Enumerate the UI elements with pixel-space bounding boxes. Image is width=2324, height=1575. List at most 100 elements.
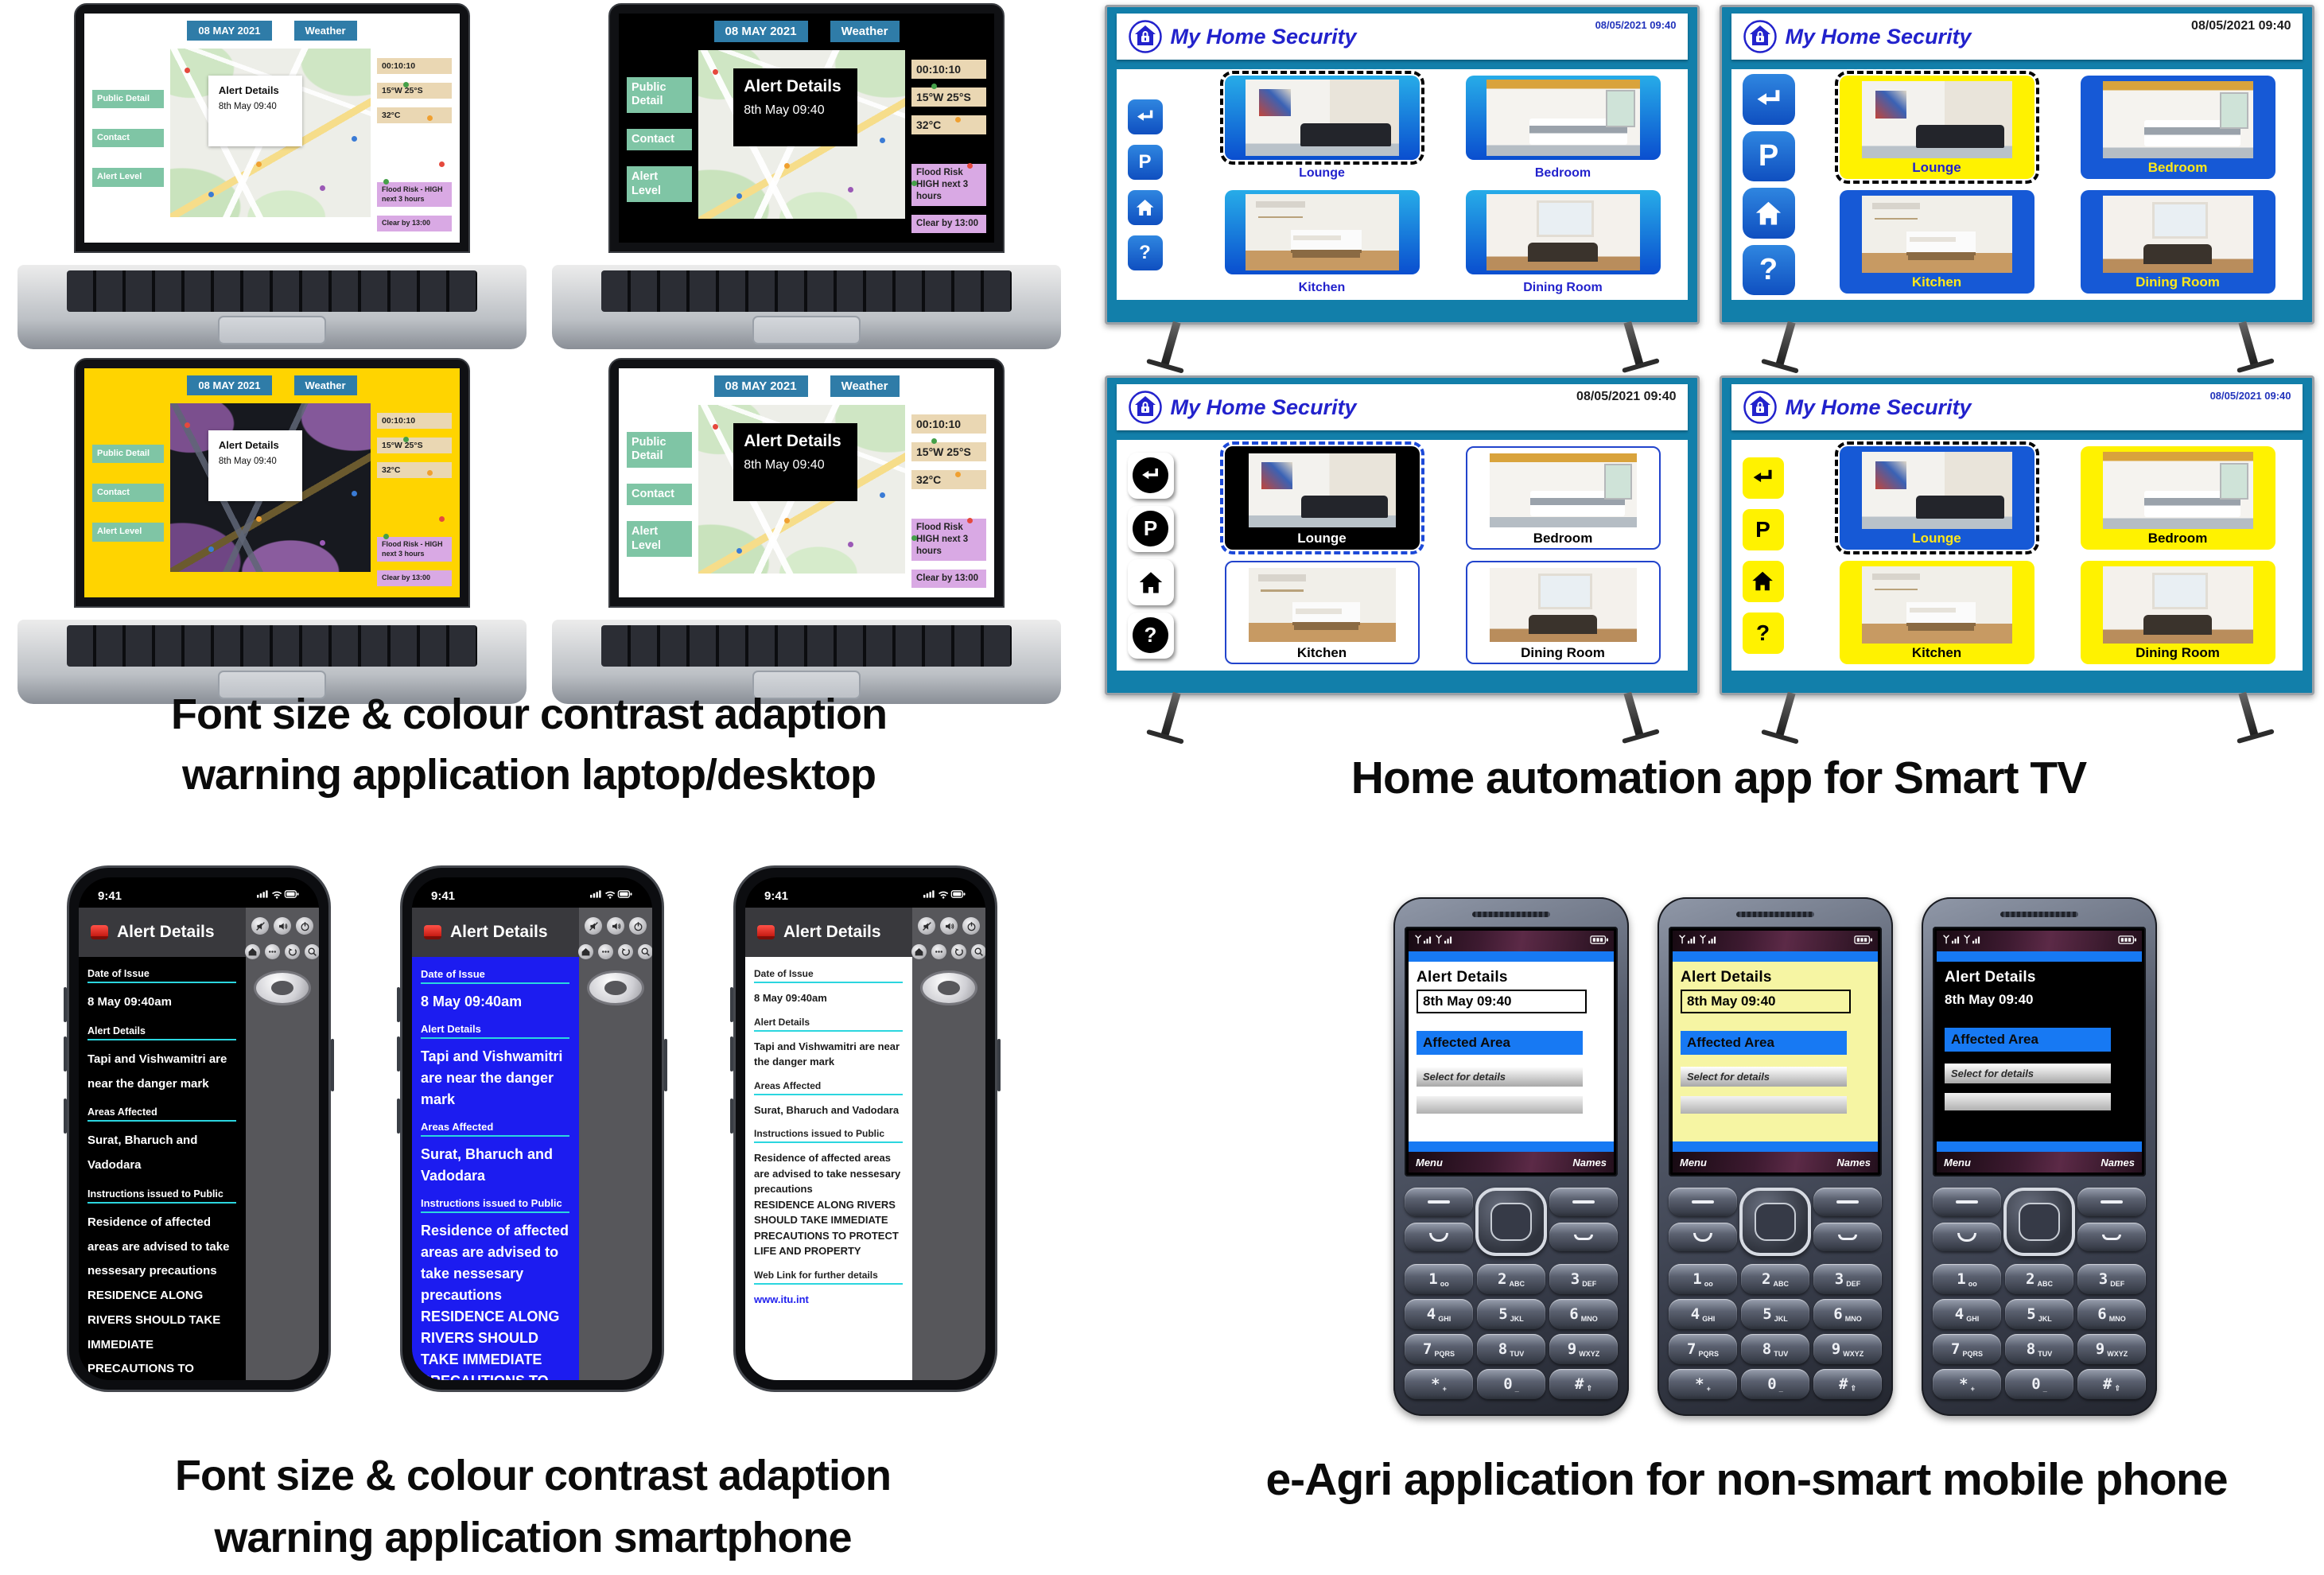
- directional-pad[interactable]: [1475, 1188, 1547, 1256]
- right-softkey[interactable]: [1549, 1188, 1618, 1216]
- power-icon[interactable]: [962, 917, 980, 935]
- select-for-details-item[interactable]: Select for details: [1945, 1064, 2112, 1083]
- key-hash[interactable]: #⇧: [2077, 1369, 2146, 1399]
- volume-icon[interactable]: [607, 917, 624, 935]
- right-softkey[interactable]: [2077, 1188, 2146, 1216]
- web-link[interactable]: www.itu.int: [754, 1293, 809, 1305]
- back-icon[interactable]: [618, 944, 633, 959]
- call-button[interactable]: [1669, 1223, 1737, 1251]
- affected-area-button[interactable]: Affected Area: [1681, 1031, 1848, 1055]
- weather-tab[interactable]: Weather: [293, 375, 357, 395]
- affected-area-button[interactable]: Affected Area: [1945, 1028, 2112, 1052]
- directional-pad[interactable]: [2003, 1188, 2075, 1256]
- names-softkey-label[interactable]: Names: [2101, 1156, 2135, 1169]
- return-icon[interactable]: [1742, 74, 1795, 125]
- call-button[interactable]: [1933, 1223, 2001, 1251]
- public-detail-button[interactable]: Public Detail: [92, 445, 164, 464]
- menu-softkey-label[interactable]: Menu: [1944, 1156, 1971, 1169]
- weather-tab[interactable]: Weather: [830, 375, 900, 397]
- home-icon[interactable]: [1127, 189, 1163, 225]
- select-for-details-item[interactable]: Select for details: [1681, 1067, 1848, 1087]
- end-call-button[interactable]: [1549, 1223, 1618, 1251]
- room-tile-lounge[interactable]: Lounge: [1834, 441, 2039, 554]
- alert-level-button[interactable]: Alert Level: [92, 168, 164, 187]
- parking-icon[interactable]: P: [1127, 144, 1163, 180]
- search-icon[interactable]: [638, 944, 652, 959]
- help-icon[interactable]: ?: [1127, 235, 1163, 270]
- search-icon[interactable]: [305, 944, 319, 959]
- mute-icon[interactable]: [585, 917, 602, 935]
- home-icon[interactable]: [911, 944, 927, 959]
- empty-list-item[interactable]: [1681, 1096, 1848, 1114]
- key-0[interactable]: 0_: [1477, 1369, 1545, 1399]
- map[interactable]: Alert Details 8th May 09:40: [698, 405, 905, 574]
- call-button[interactable]: [1405, 1223, 1473, 1251]
- contact-button[interactable]: Contact: [92, 129, 164, 148]
- back-icon[interactable]: [951, 944, 966, 959]
- public-detail-button[interactable]: Public Detail: [92, 90, 164, 109]
- more-options-icon[interactable]: [931, 944, 946, 959]
- right-softkey[interactable]: [1813, 1188, 1882, 1216]
- menu-softkey-label[interactable]: Menu: [1680, 1156, 1707, 1169]
- empty-list-item[interactable]: [1417, 1096, 1584, 1114]
- directional-pad[interactable]: [920, 970, 977, 1005]
- power-icon[interactable]: [629, 917, 647, 935]
- key-star[interactable]: *+: [1933, 1369, 2001, 1399]
- affected-area-button[interactable]: Affected Area: [1417, 1031, 1584, 1055]
- map[interactable]: Alert Details 8th May 09:40: [698, 50, 905, 219]
- home-icon[interactable]: [1742, 560, 1784, 602]
- names-softkey-label[interactable]: Names: [1836, 1156, 1871, 1169]
- more-options-icon[interactable]: [265, 944, 280, 959]
- return-icon[interactable]: [1127, 452, 1174, 499]
- room-tile-dining[interactable]: Dining Room: [1465, 561, 1661, 664]
- directional-pad[interactable]: [587, 970, 644, 1005]
- names-softkey-label[interactable]: Names: [1572, 1156, 1607, 1169]
- select-for-details-item[interactable]: Select for details: [1417, 1067, 1584, 1087]
- mute-icon[interactable]: [251, 917, 269, 935]
- end-call-button[interactable]: [2077, 1223, 2146, 1251]
- alert-level-button[interactable]: Alert Level: [627, 166, 692, 202]
- parking-icon[interactable]: P: [1742, 508, 1784, 550]
- help-icon[interactable]: ?: [1127, 612, 1174, 659]
- room-tile-bedroom[interactable]: Bedroom: [1465, 76, 1661, 180]
- home-icon[interactable]: [578, 944, 593, 959]
- left-softkey[interactable]: [1405, 1188, 1473, 1216]
- search-icon[interactable]: [971, 944, 985, 959]
- key-hash[interactable]: #⇧: [1813, 1369, 1882, 1399]
- power-icon[interactable]: [296, 917, 313, 935]
- directional-pad[interactable]: [254, 970, 311, 1005]
- mute-icon[interactable]: [918, 917, 935, 935]
- room-tile-dining[interactable]: Dining Room: [1465, 190, 1661, 294]
- room-tile-kitchen[interactable]: Kitchen: [1839, 190, 2034, 294]
- return-icon[interactable]: [1127, 99, 1163, 134]
- home-icon[interactable]: [1127, 558, 1174, 605]
- menu-softkey-label[interactable]: Menu: [1416, 1156, 1443, 1169]
- parking-icon[interactable]: P: [1127, 505, 1174, 552]
- return-icon[interactable]: [1742, 457, 1784, 499]
- left-softkey[interactable]: [1669, 1188, 1737, 1216]
- room-tile-lounge[interactable]: Lounge: [1219, 71, 1424, 180]
- home-icon[interactable]: [245, 944, 260, 959]
